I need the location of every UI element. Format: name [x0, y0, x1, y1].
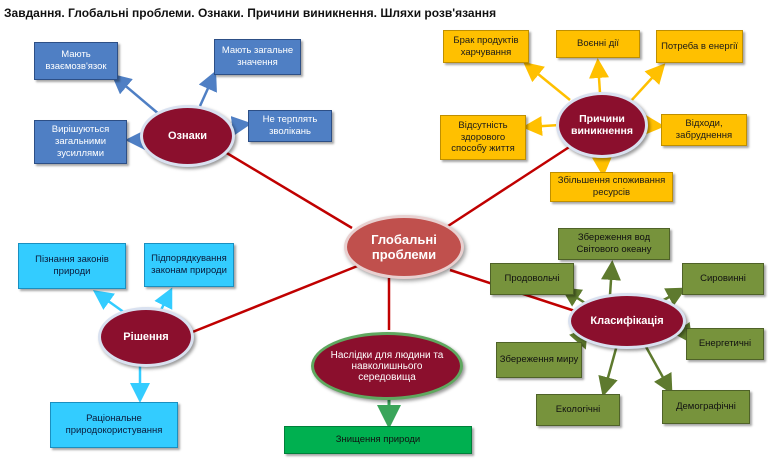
- arrow-prychyny-6: [592, 156, 612, 177]
- arrow-oznaky-1: [111, 73, 161, 116]
- page-title: Завдання. Глобальні проблеми. Ознаки. Пр…: [4, 6, 497, 20]
- hub-naslidky: Наслідки для людини та навколишнього сер…: [311, 332, 463, 400]
- klas-item-7: Демографічні: [662, 390, 750, 424]
- prychyny-item-6: Збільшення споживання ресурсів: [550, 172, 673, 202]
- arrow-oznaky-2: [198, 70, 217, 107]
- rishennia-item-2: Підпорядкування законам природи: [144, 243, 234, 287]
- prychyny-item-5: Відходи, забруднення: [661, 114, 747, 146]
- klas-item-6: Екологічні: [536, 394, 620, 426]
- rishennia-item-3: Раціональне природокористування: [50, 402, 178, 448]
- oznaky-item-4: Не терплять зволікань: [248, 110, 332, 142]
- prychyny-item-4: Відсутність здорового способу життя: [440, 115, 526, 160]
- connector-to-rishennia: [189, 261, 366, 335]
- center-node: Глобальні проблеми: [344, 215, 464, 279]
- hub-klasyfikatsiia: Класифікація: [568, 293, 686, 349]
- arrow-prychyny-3: [629, 63, 666, 103]
- oznaky-item-2: Мають загальне значення: [214, 39, 301, 75]
- arrow-prychyny-2: [589, 58, 609, 94]
- connector-to-prychyny: [444, 138, 581, 230]
- klas-item-5: Енергетичні: [686, 328, 764, 360]
- arrow-klas-1: [601, 260, 621, 296]
- prychyny-item-1: Брак продуктів харчування: [443, 30, 529, 63]
- naslidky-item-1: Знищення природи: [284, 426, 472, 454]
- oznaky-item-3: Вирішуються загальними зусиллями: [34, 120, 127, 164]
- arrow-klas-6: [598, 344, 619, 397]
- hub-rishennia: Рішення: [98, 307, 194, 367]
- klas-item-4: Збереження миру: [496, 342, 582, 378]
- arrow-oznaky-4: [230, 116, 252, 136]
- arrow-rishennia-1: [92, 290, 126, 315]
- arrow-prychyny-4: [522, 116, 561, 137]
- prychyny-item-3: Потреба в енергії: [656, 30, 743, 63]
- arrow-klas-7: [643, 344, 673, 395]
- klas-item-1: Збереження вод Світового океану: [558, 228, 670, 260]
- oznaky-item-1: Мають взаємозв'язок: [34, 42, 118, 80]
- arrow-prychyny-1: [523, 61, 571, 101]
- rishennia-item-1: Пізнання законів природи: [18, 243, 126, 289]
- klas-item-2: Продовольчі: [490, 263, 574, 295]
- connector-to-oznaky: [204, 138, 353, 230]
- klas-item-3: Сировинні: [682, 263, 764, 295]
- prychyny-item-2: Воєнні дії: [556, 30, 640, 58]
- hub-prychyny: Причини виникнення: [556, 92, 648, 158]
- hub-oznaky: Ознаки: [140, 105, 235, 167]
